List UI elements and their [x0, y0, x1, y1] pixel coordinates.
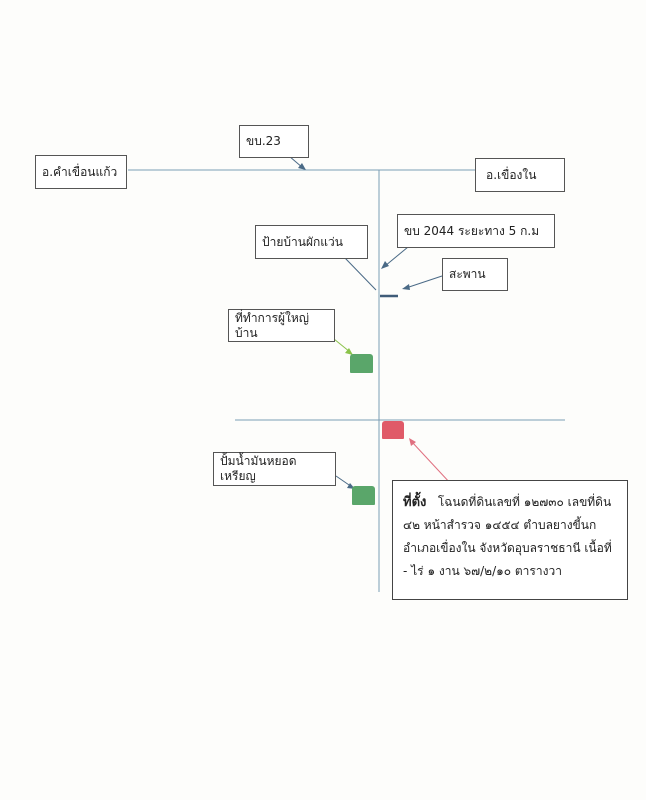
label-khueang-nai: อ.เขื่องใน [475, 158, 565, 192]
label-village-sign: ป้ายบ้านผักแว่น [255, 225, 368, 259]
label-bridge-text: สะพาน [449, 267, 486, 281]
label-headman-office: ที่ทำการผู้ใหญ่บ้าน [228, 309, 335, 342]
label-khueang-nai-text: อ.เขื่องใน [486, 167, 537, 182]
label-gas-station: ปั้มน้ำมันหยอดเหรียญ [213, 452, 336, 486]
land-location-marker [382, 421, 404, 439]
location-line-2: ๔๒ หน้าสำรวจ ๑๔๕๔ ตำบลยางขี้นก [403, 518, 597, 532]
gas-station-marker [352, 486, 375, 505]
location-line-1: ที่ตั้ง โฉนดที่ดินเลขที่ ๑๒๗๓๐ เลขที่ดิน [403, 491, 617, 514]
label-kham-khuean-kaeo-text: อ.คำเขื่อนแก้ว [42, 164, 118, 179]
arrowhead-road-2044 [381, 261, 389, 269]
label-road-2044-text: ขบ 2044 ระยะทาง 5 ก.ม [404, 223, 540, 238]
location-heading: ที่ตั้ง [403, 495, 427, 510]
label-gas-station-text: ปั้มน้ำมันหยอดเหรียญ [220, 454, 297, 483]
label-road-23: ขบ.23 [239, 125, 309, 158]
arrowhead-bridge [402, 284, 410, 290]
arrowhead-road-23 [298, 163, 306, 170]
label-road-23-text: ขบ.23 [246, 134, 281, 148]
leader-village-sign [344, 257, 377, 291]
label-village-sign-text: ป้ายบ้านผักแว่น [262, 234, 343, 249]
label-kham-khuean-kaeo: อ.คำเขื่อนแก้ว [35, 155, 127, 189]
leader-road-2044 [384, 246, 409, 267]
location-line-4: - ไร่ ๑ งาน ๖๗/๒/๑๐ ตารางวา [403, 564, 562, 578]
location-info-box: ที่ตั้ง โฉนดที่ดินเลขที่ ๑๒๗๓๐ เลขที่ดิน… [392, 480, 628, 600]
location-line-1-text: โฉนดที่ดินเลขที่ ๑๒๗๓๐ เลขที่ดิน [437, 495, 612, 509]
leader-headman-office [333, 338, 351, 353]
label-road-2044: ขบ 2044 ระยะทาง 5 ก.ม [397, 214, 555, 248]
label-bridge: สะพาน [442, 258, 508, 291]
arrowhead-location [409, 438, 416, 446]
label-headman-office-text: ที่ทำการผู้ใหญ่บ้าน [235, 310, 310, 340]
leader-bridge [405, 275, 443, 289]
arrowhead-headman-office [345, 348, 353, 355]
location-line-3: อำเภอเขื่องใน จังหวัดอุบลราชธานี เนื้อที… [403, 541, 612, 555]
headman-office-marker [350, 354, 373, 373]
